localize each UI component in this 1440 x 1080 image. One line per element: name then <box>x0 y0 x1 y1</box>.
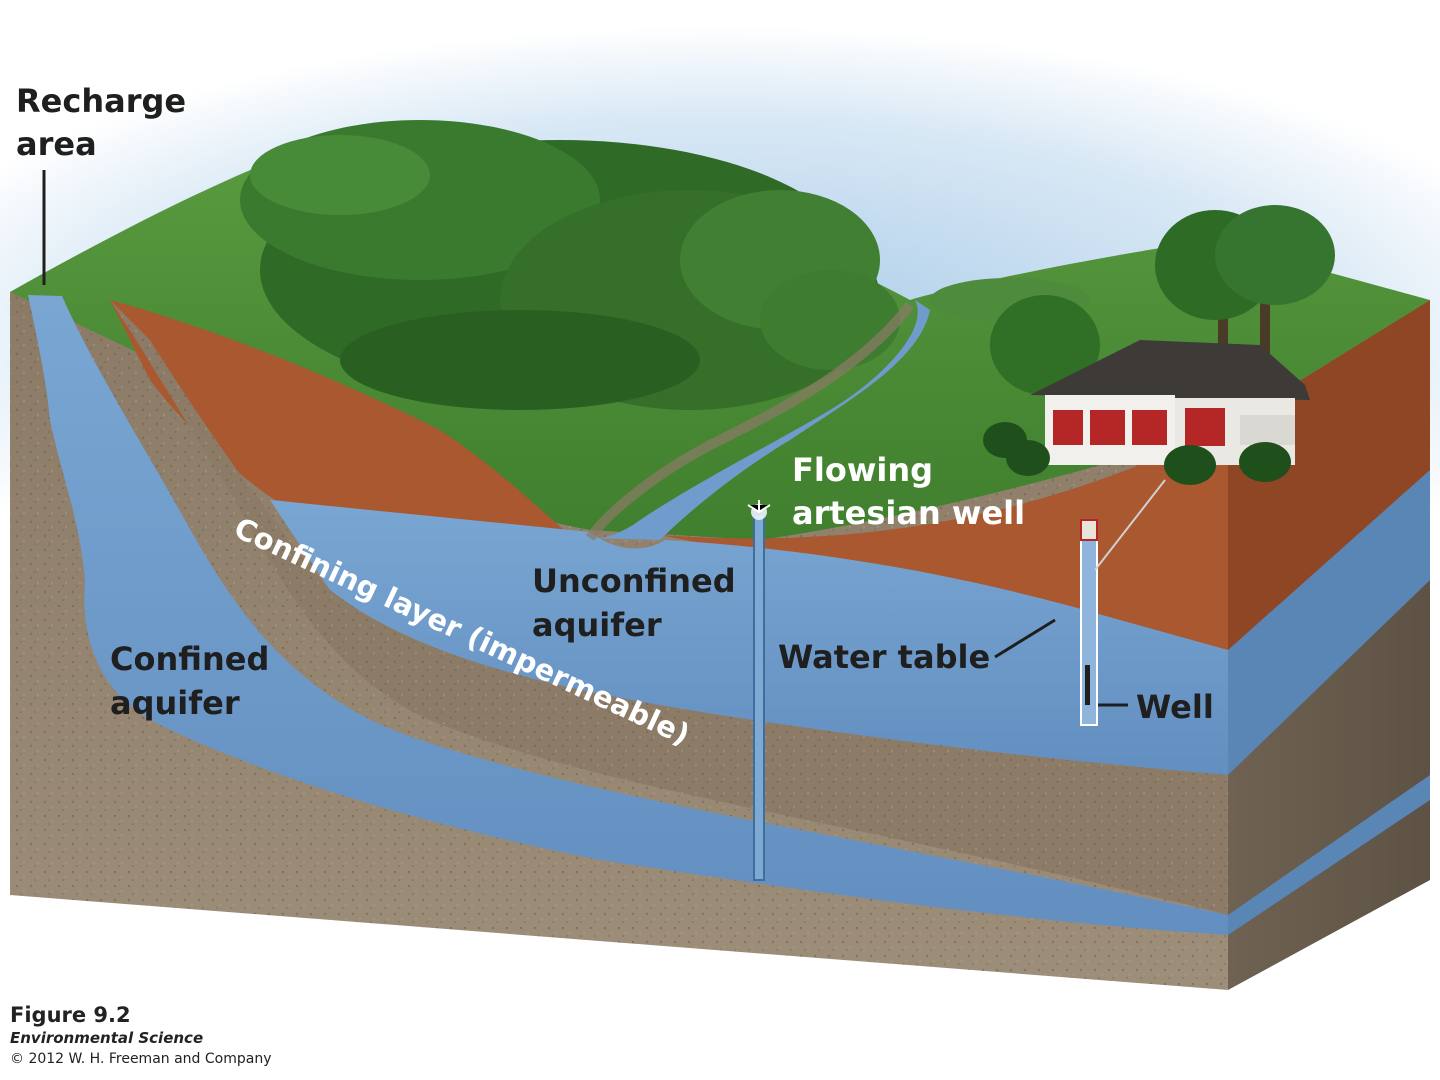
confined-aquifer-region <box>28 295 1228 935</box>
unconfined-aquifer-label: Unconfined aquifer <box>532 562 747 644</box>
water-table-leader <box>994 618 1056 659</box>
confined-aquifer-label: Confined aquifer <box>110 640 281 722</box>
water-table-label: Water table <box>778 638 990 676</box>
side-clay-layer <box>1228 300 1430 650</box>
unconfined-aquifer-region <box>270 500 1228 775</box>
well-label: Well <box>1136 688 1214 726</box>
trees <box>1155 205 1335 370</box>
confining-layer-texture <box>110 300 1228 915</box>
figure-caption: Figure 9.2 Environmental Science © 2012 … <box>10 1002 272 1069</box>
recharge-area-label: Recharge area <box>16 82 197 163</box>
copyright-line: © 2012 W. H. Freeman and Company <box>10 1051 272 1067</box>
side-water-band-lower <box>1228 775 1430 935</box>
figure-number: Figure 9.2 <box>10 1003 131 1027</box>
book-title: Environmental Science <box>10 1029 204 1047</box>
side-water-band-upper <box>1228 470 1430 775</box>
garden-bushes <box>983 422 1291 485</box>
house-well <box>1080 479 1166 726</box>
forest <box>240 120 900 410</box>
clay-layer <box>110 300 570 535</box>
background-shrubs <box>930 278 1100 395</box>
artesian-well <box>747 500 771 881</box>
stream-banks <box>585 301 914 541</box>
flowing-artesian-well-label: Flowing artesian well <box>792 451 1025 532</box>
